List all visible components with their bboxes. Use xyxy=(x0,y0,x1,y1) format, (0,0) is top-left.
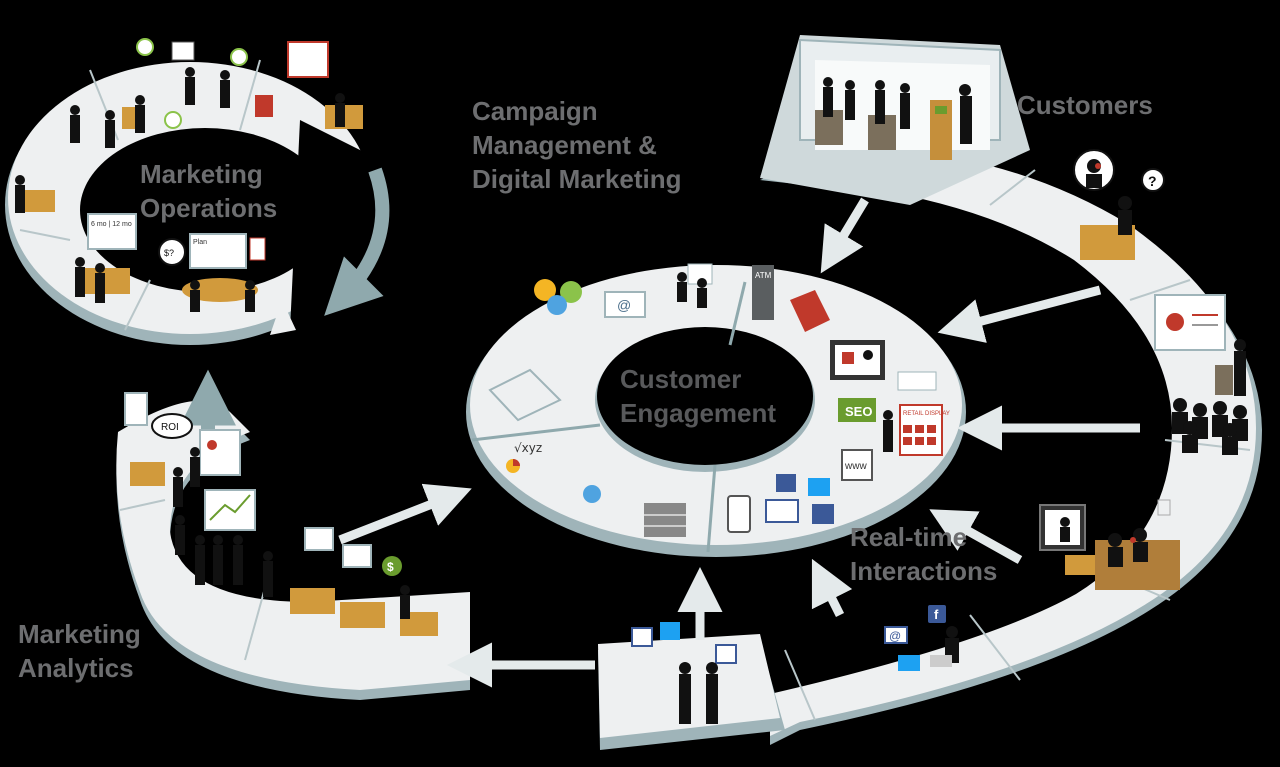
chat-icon xyxy=(812,504,834,524)
trend-board-icon xyxy=(204,489,256,531)
chart-board-icon xyxy=(199,429,241,476)
server-icon xyxy=(644,503,686,537)
operations-cycle-arrow xyxy=(324,167,390,316)
database-icon xyxy=(583,485,601,503)
plan-board-icon xyxy=(189,233,247,269)
meeting-table-icon xyxy=(182,278,258,302)
question-icon: ? xyxy=(1148,173,1157,189)
svg-text:@: @ xyxy=(617,297,631,313)
presentation-illustration xyxy=(1154,294,1248,455)
label-campaign-management: Campaign Management & Digital Marketing xyxy=(472,96,682,194)
chat-icon xyxy=(715,644,737,664)
operations-icons: 6 mo | 12 mo $? Plan xyxy=(15,38,363,312)
svg-text:6 mo | 12 mo: 6 mo | 12 mo xyxy=(91,221,132,228)
svg-text:www: www xyxy=(844,461,867,472)
www-icon xyxy=(841,449,873,481)
retail-store-illustration xyxy=(760,35,1030,205)
presentation-board-icon xyxy=(171,41,195,61)
map-board-icon xyxy=(287,41,329,78)
checkmark-icon xyxy=(164,111,182,129)
checkmark-icon xyxy=(136,38,154,56)
label-real-time-interactions: Real-time Interactions xyxy=(850,522,998,586)
email-icon xyxy=(884,626,908,644)
svg-text:@: @ xyxy=(889,629,901,643)
customer-call-illustration: ? xyxy=(1073,149,1165,260)
checkmark-icon xyxy=(230,48,248,66)
label-customer-engagement: Customer Engagement xyxy=(620,364,777,428)
analytics-icons: ROI $ xyxy=(124,392,438,636)
channel-icons: @ ATM SEO RETAIL DISPLAY www √xyz xyxy=(488,263,950,537)
document-icon xyxy=(631,627,653,647)
smartphone-icon xyxy=(727,495,751,533)
svg-text:f: f xyxy=(934,607,939,622)
people-with-social-icons xyxy=(631,622,737,724)
report-icon xyxy=(124,392,148,426)
svg-text:$?: $? xyxy=(164,248,174,258)
chat-icon xyxy=(898,655,920,671)
budget-bubble-icon xyxy=(158,238,186,266)
svg-text:RETAIL DISPLAY: RETAIL DISPLAY xyxy=(903,411,950,417)
svg-text:$: $ xyxy=(387,560,394,574)
svg-text:√xyz: √xyz xyxy=(514,441,542,455)
svg-text:ATM: ATM xyxy=(755,271,772,280)
svg-text:ROI: ROI xyxy=(161,422,179,433)
timeline-board-icon xyxy=(87,213,137,250)
label-customers: Customers xyxy=(1017,90,1153,120)
facebook-icon xyxy=(928,605,946,623)
brochure-icon xyxy=(790,290,830,332)
dollar-icon xyxy=(382,556,402,576)
label-marketing-analytics: Marketing Analytics xyxy=(18,619,141,683)
seo-icon xyxy=(838,398,876,422)
facebook-icon xyxy=(776,474,796,492)
living-room-tv-illustration xyxy=(1039,499,1180,590)
interaction-platform xyxy=(598,634,785,750)
email-icon xyxy=(604,291,646,318)
twitter-icon xyxy=(660,622,680,640)
email-icon xyxy=(765,499,799,523)
atm-icon xyxy=(752,265,774,320)
customer-engagement-ring xyxy=(466,265,966,557)
network-grid-icon xyxy=(488,368,562,422)
flow-arrows xyxy=(338,197,1140,688)
svg-text:Plan: Plan xyxy=(193,239,207,246)
shelf-icon xyxy=(930,100,952,160)
svg-text:SEO: SEO xyxy=(845,404,872,419)
roi-thought-bubble xyxy=(151,413,193,439)
label-marketing-operations: Marketing Operations xyxy=(140,159,278,223)
twitter-icon xyxy=(808,478,830,496)
social-laptop-illustration: f @ xyxy=(884,605,959,671)
marketing-analytics-arc xyxy=(116,400,470,700)
